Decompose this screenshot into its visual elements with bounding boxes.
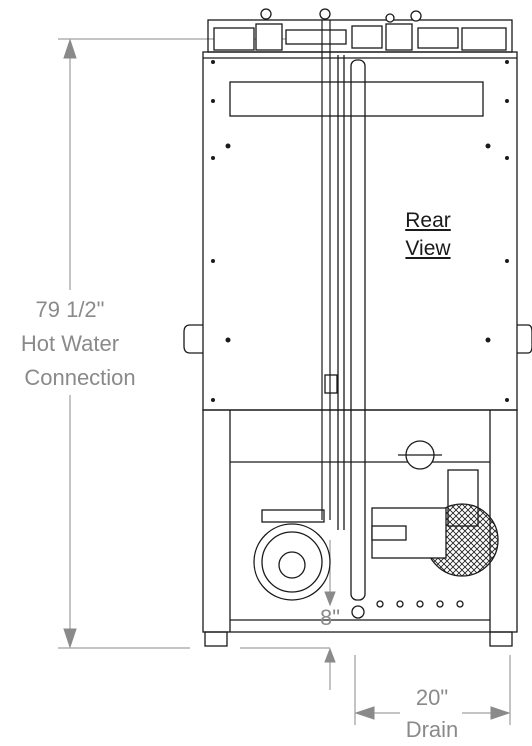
arrow-down-icon [324, 591, 336, 607]
drain-offset-value: 20" [415, 685, 449, 710]
lower-frame [202, 409, 518, 633]
right-handle [517, 324, 532, 354]
arrow-left-icon [354, 706, 375, 720]
height-dimension-caption-line2: Connection [24, 365, 136, 390]
right-foot [489, 631, 513, 647]
left-handle [183, 324, 203, 354]
control-bar [229, 81, 484, 117]
view-label-line2: View [405, 237, 451, 260]
arrow-up-icon [324, 647, 336, 663]
arrow-up-icon [63, 38, 77, 59]
dimension-lines [58, 38, 511, 725]
left-foot [204, 631, 228, 647]
drain-offset-caption: Drain [405, 717, 459, 742]
height-dimension-caption-line1: Hot Water [20, 331, 120, 356]
height-dimension-value: 79 1/2" [35, 297, 105, 322]
arrow-right-icon [490, 706, 511, 720]
drain-height-value: 8" [319, 605, 341, 630]
cabinet-panel [202, 51, 518, 411]
drain-pipe [350, 59, 366, 601]
arrow-down-icon [63, 628, 77, 649]
pump-motor [253, 523, 331, 601]
view-label-line1: Rear [405, 209, 451, 232]
machine-outline [183, 8, 532, 647]
